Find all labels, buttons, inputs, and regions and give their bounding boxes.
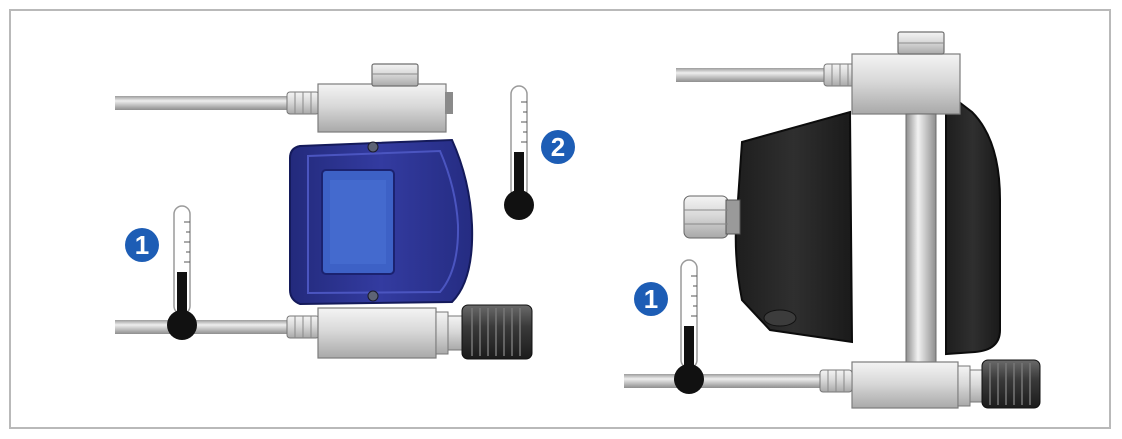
right-valve-knob (981, 359, 1041, 409)
badge-1-left: 1 (125, 228, 159, 262)
left-top-block (317, 83, 447, 133)
thermometer-1-left (167, 205, 197, 340)
top-screw (367, 141, 379, 153)
badge-1-right: 1 (634, 282, 668, 316)
black-housing (734, 110, 854, 344)
left-bottom-block (317, 307, 437, 359)
right-top-pipe (676, 68, 828, 82)
right-bottom-block (851, 361, 959, 409)
bottom-screw (367, 290, 379, 302)
left-top-pipe (115, 96, 291, 110)
badge-2: 2 (541, 130, 575, 164)
badge-1-left-label: 1 (135, 230, 149, 260)
cable-gland (683, 195, 729, 239)
right-bottom-pipe (624, 374, 824, 388)
right-flowmeter (624, 31, 1041, 409)
flow-tube (905, 113, 937, 367)
thermometer-2 (504, 85, 534, 220)
left-flowmeter (115, 63, 533, 360)
left-top-cap (371, 63, 419, 87)
badge-2-label: 2 (551, 132, 565, 162)
right-top-block (851, 53, 961, 115)
black-housing-right (945, 89, 1001, 356)
left-bottom-pipe (115, 320, 291, 334)
badge-1-right-label: 1 (644, 284, 658, 314)
thermometer-1-right (674, 259, 704, 394)
